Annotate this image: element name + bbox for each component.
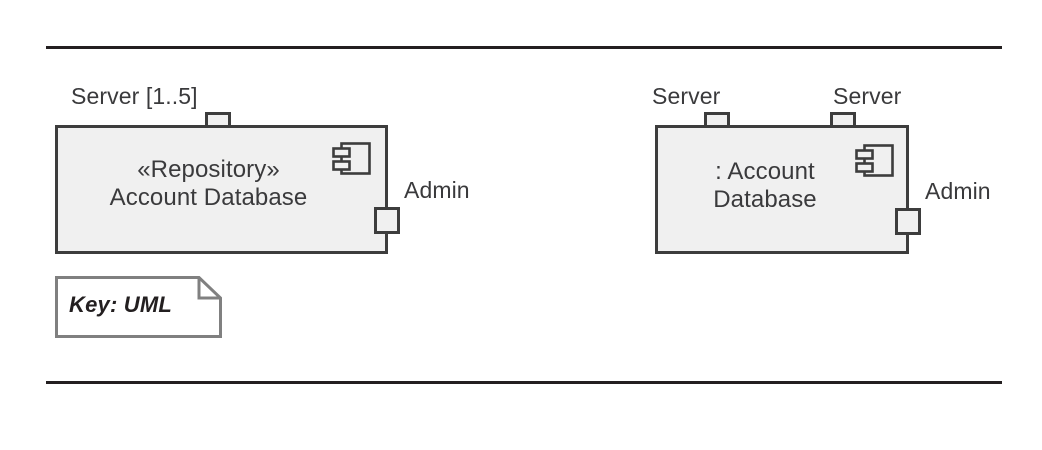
top-divider [46, 46, 1002, 49]
port-label-admin-left: Admin [404, 177, 470, 203]
component-label-account-database-type: «Repository» Account Database [109, 156, 308, 212]
port-label-admin-right: Admin [925, 178, 991, 204]
key-note-text: Key: UML [69, 292, 173, 317]
key-note: Key: UML [55, 276, 222, 338]
component-label-account-database-instance: : Account Database [713, 158, 817, 214]
port-admin-right [895, 208, 921, 235]
uml-component-icon [854, 142, 896, 182]
port-label-server-left: Server [1..5] [71, 83, 198, 109]
port-label-server-right-1: Server [652, 83, 721, 109]
uml-component-icon [331, 140, 373, 180]
component-account-database-instance: : Account Database [655, 125, 909, 254]
component-account-database-type: «Repository» Account Database [55, 125, 388, 254]
port-label-server-right-2: Server [833, 83, 902, 109]
bottom-divider [46, 381, 1002, 384]
port-admin-left [374, 207, 400, 234]
